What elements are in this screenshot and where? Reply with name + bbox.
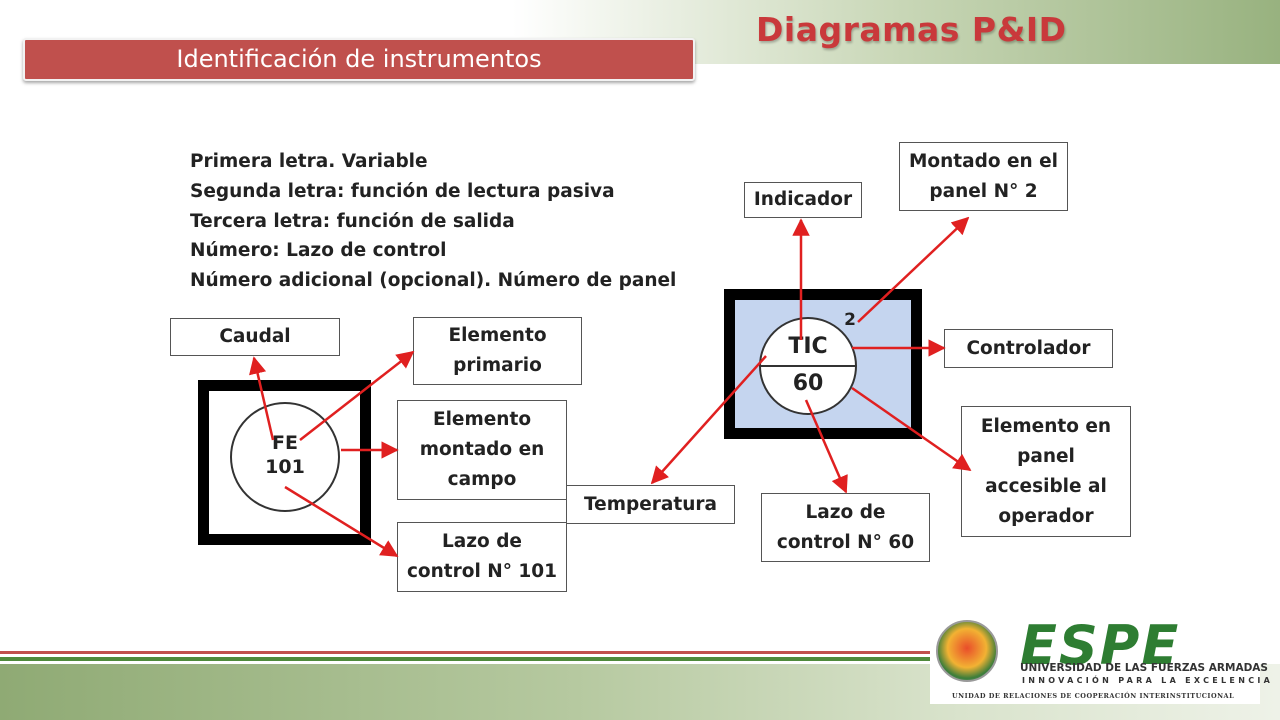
panel-number-superscript: 2 xyxy=(844,310,856,330)
label-caudal: Caudal xyxy=(170,318,340,356)
label-elemento-primario: Elemento primario xyxy=(413,317,582,385)
arrow-to-elemento-panel xyxy=(851,386,972,472)
legend-line: Número adicional (opcional). Número de p… xyxy=(190,270,677,292)
logo-motto: INNOVACIÓN PARA LA EXCELENCIA xyxy=(1022,676,1274,685)
naming-legend: Primera letra. Variable Segunda letra: f… xyxy=(190,147,676,296)
label-indicador: Indicador xyxy=(744,182,862,218)
legend-line: Primera letra. Variable xyxy=(190,151,428,172)
legend-line: Tercera letra: función de salida xyxy=(190,210,515,232)
arrow-to-caudal xyxy=(249,356,275,441)
arrow-to-lazo-60 xyxy=(804,399,848,494)
logo-university-name: UNIVERSIDAD DE LAS FUERZAS ARMADAS xyxy=(1020,662,1268,674)
label-montado-campo: Elemento montado en campo xyxy=(397,400,567,500)
arrow-to-elemento-primario xyxy=(299,350,415,441)
label-lazo-101: Lazo de control N° 101 xyxy=(397,522,567,592)
label-montado-panel: Montado en el panel N° 2 xyxy=(899,142,1068,211)
arrow-to-lazo-101 xyxy=(284,485,399,558)
subtitle-bar: Identificación de instrumentos xyxy=(23,38,695,81)
bubble-divider xyxy=(760,365,856,367)
arrow-to-montado-panel xyxy=(857,216,970,323)
panel-tag-number: 60 xyxy=(792,371,824,396)
footer-stripe-top xyxy=(0,651,930,654)
label-elemento-panel: Elemento en panel accesible al operador xyxy=(961,406,1131,537)
panel-tag-letters: TIC xyxy=(788,334,828,359)
logo-wordmark: ESPE xyxy=(1020,614,1181,677)
footer-stripe-bottom xyxy=(0,657,930,661)
field-instrument-bubble xyxy=(230,402,340,512)
field-tag-number: 101 xyxy=(265,456,305,478)
espe-logo: ESPE UNIVERSIDAD DE LAS FUERZAS ARMADAS … xyxy=(930,612,1270,704)
label-controlador: Controlador xyxy=(944,329,1113,368)
legend-line: Número: Lazo de control xyxy=(190,240,447,262)
label-lazo-60: Lazo de control N° 60 xyxy=(761,493,930,562)
arrow-to-temperatura xyxy=(650,355,767,485)
legend-line: Segunda letra: función de lectura pasiva xyxy=(190,180,615,202)
label-temperatura: Temperatura xyxy=(566,485,735,524)
slide-title: Diagramas P&ID xyxy=(756,10,1067,49)
field-tag-letters: FE xyxy=(272,432,298,454)
logo-unit-name: UNIDAD DE RELACIONES DE COOPERACIÓN INTE… xyxy=(952,692,1235,700)
university-emblem-icon xyxy=(936,620,998,682)
